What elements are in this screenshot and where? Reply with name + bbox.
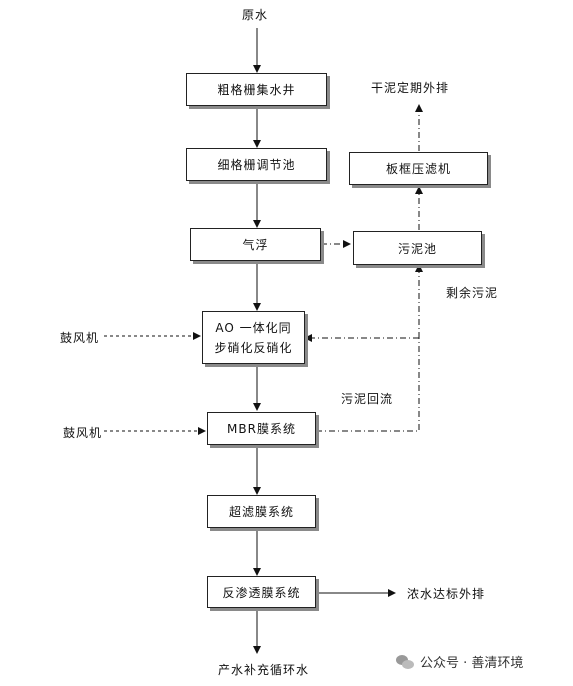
ao-label-line1: AO 一体化同 bbox=[215, 320, 292, 335]
fine-grid-box: 细格栅调节池 bbox=[186, 148, 327, 181]
uf-label: 超滤膜系统 bbox=[228, 505, 294, 519]
uf-box: 超滤膜系统 bbox=[207, 495, 316, 528]
raw-water-label: 原水 bbox=[242, 8, 269, 22]
mbr-label: MBR膜系统 bbox=[227, 422, 296, 436]
ro-box: 反渗透膜系统 bbox=[207, 576, 316, 608]
filter-press-label: 板框压滤机 bbox=[385, 162, 451, 176]
sludge-return-label: 污泥回流 bbox=[341, 392, 394, 406]
ao-label-line2: 步硝化反硝化 bbox=[214, 340, 293, 355]
sludge-tank-box: 污泥池 bbox=[353, 231, 482, 265]
line-mbr-return bbox=[316, 338, 420, 432]
coarse-grid-label: 粗格栅集水井 bbox=[217, 83, 296, 97]
watermark-text: 公众号 · 善清环境 bbox=[420, 656, 524, 671]
mbr-box: MBR膜系统 bbox=[207, 412, 316, 445]
sludge-tank-label: 污泥池 bbox=[397, 241, 437, 256]
filter-press-box: 板框压滤机 bbox=[349, 152, 488, 185]
blower2-label: 鼓风机 bbox=[63, 426, 103, 440]
concentrate-label: 浓水达标外排 bbox=[407, 587, 486, 601]
coarse-grid-box: 粗格栅集水井 bbox=[186, 73, 327, 106]
ro-label: 反渗透膜系统 bbox=[222, 585, 301, 600]
product-water-label: 产水补充循环水 bbox=[218, 663, 310, 677]
wechat-icon bbox=[396, 654, 414, 669]
ao-box: AO 一体化同 步硝化反硝化 bbox=[202, 311, 305, 364]
air-float-box: 气浮 bbox=[190, 228, 321, 261]
watermark: 公众号 · 善清环境 bbox=[396, 652, 523, 671]
excess-sludge-label: 剩余污泥 bbox=[446, 286, 499, 300]
blower1-label: 鼓风机 bbox=[60, 331, 100, 345]
fine-grid-label: 细格栅调节池 bbox=[217, 158, 296, 172]
air-float-label: 气浮 bbox=[242, 238, 269, 252]
dry-sludge-label: 干泥定期外排 bbox=[371, 81, 450, 95]
